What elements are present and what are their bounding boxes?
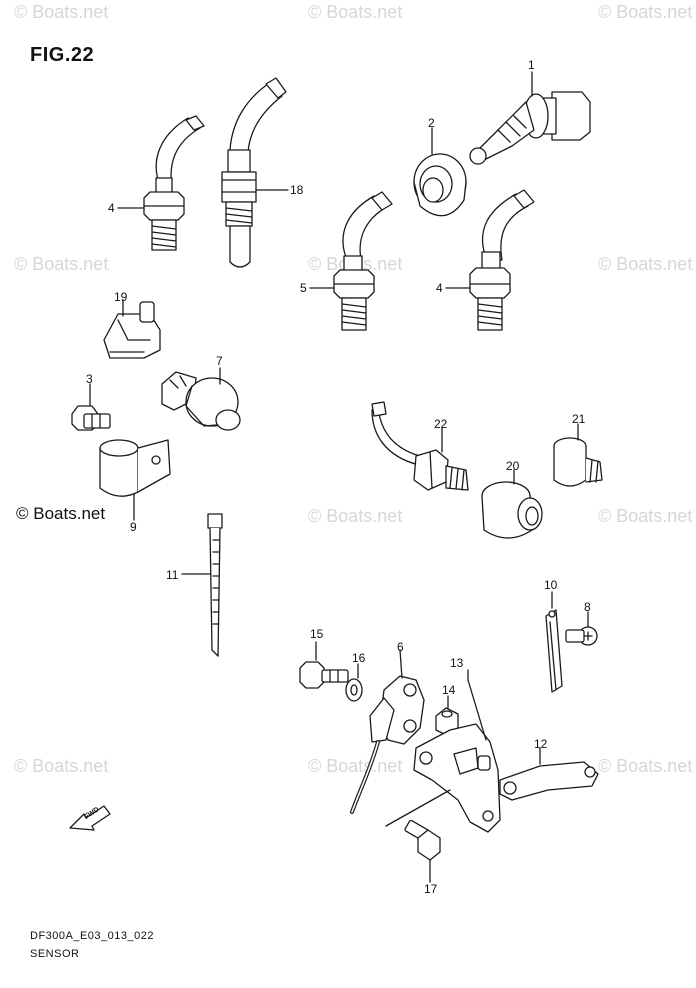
watermark: © Boats.net [598, 756, 693, 776]
part-2-grommet[interactable] [413, 127, 467, 217]
callout-2: 2 [428, 116, 435, 130]
watermark: © Boats.net [14, 2, 109, 22]
part-5-sensor[interactable] [309, 191, 393, 331]
callout-4: 4 [108, 201, 115, 215]
callout-3: 3 [86, 372, 93, 386]
callout-10: 10 [544, 578, 558, 592]
watermark: © Boats.net [308, 2, 403, 22]
part-20-plug[interactable] [481, 469, 543, 539]
part-7-pressure-switch[interactable] [161, 367, 241, 431]
figure-title: FIG.22 [30, 44, 95, 66]
part-21-sensor[interactable] [553, 423, 603, 487]
part-19-clip[interactable] [103, 299, 161, 359]
callout-18: 18 [290, 183, 304, 197]
callout-9: 9 [130, 520, 137, 534]
part-3-bolt[interactable] [71, 383, 111, 431]
part-13-lever-bracket[interactable] [413, 669, 501, 833]
callout-19: 19 [114, 290, 128, 304]
callout-11: 11 [166, 568, 179, 582]
section-name: SENSOR [30, 948, 80, 960]
part-10-bracket[interactable] [545, 591, 563, 693]
callout-14: 14 [442, 683, 456, 697]
fwd-arrow-icon [69, 805, 111, 831]
callout-20: 20 [506, 459, 520, 473]
part-11-cable-tie[interactable] [181, 513, 223, 657]
callout-22: 22 [434, 417, 448, 431]
callout-12: 12 [534, 737, 548, 751]
watermark: © Boats.net [598, 2, 693, 22]
callout-6: 6 [397, 640, 404, 654]
part-16-washer[interactable] [345, 663, 363, 702]
part-15-bolt[interactable] [299, 641, 349, 689]
watermark: © Boats.net [14, 756, 109, 776]
callout-1: 1 [528, 58, 535, 72]
part-1-connector-sensor[interactable] [469, 71, 591, 165]
callout-17: 17 [424, 882, 438, 896]
callout-21: 21 [572, 412, 586, 426]
callout-16: 16 [352, 651, 366, 665]
part-18-sensor-long[interactable] [221, 77, 289, 268]
part-9-clamp[interactable] [99, 439, 171, 521]
callout-15: 15 [310, 627, 324, 641]
watermark: © Boats.net [14, 254, 109, 274]
part-6-shift-sensor[interactable] [350, 649, 425, 814]
watermark: © Boats.net [308, 506, 403, 526]
part-17-bolt[interactable] [385, 789, 451, 883]
callout-7: 7 [216, 354, 223, 368]
callout-13: 13 [450, 656, 464, 670]
callout-8: 8 [584, 600, 591, 614]
watermark: © Boats.net [598, 254, 693, 274]
part-4-sensor-right[interactable] [445, 189, 535, 331]
watermark-primary: © Boats.net [16, 504, 106, 523]
part-12-arm[interactable] [499, 747, 599, 801]
diagram-code: DF300A_E03_013_022 [30, 930, 154, 942]
callout-4: 4 [436, 281, 443, 295]
part-8-screw[interactable] [565, 611, 598, 646]
watermark: © Boats.net [598, 506, 693, 526]
callout-5: 5 [300, 281, 307, 295]
watermark: © Boats.net [308, 756, 403, 776]
part-4-sensor-left[interactable] [117, 115, 205, 251]
part-22-temp-sensor[interactable] [371, 401, 469, 491]
